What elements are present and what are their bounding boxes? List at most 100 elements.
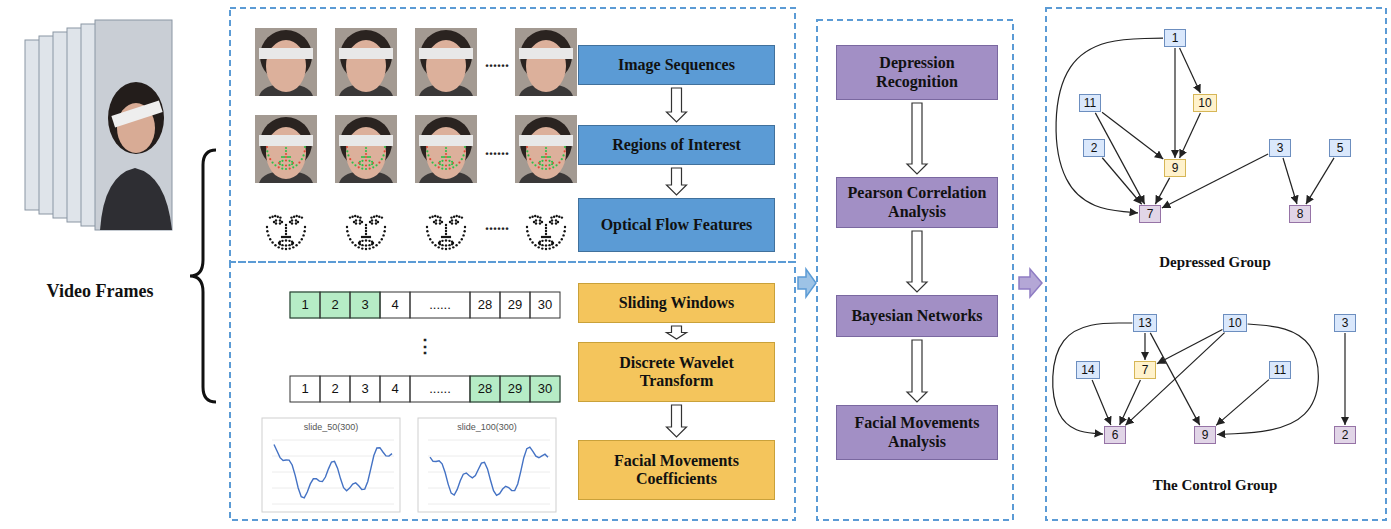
landmark-dot bbox=[448, 164, 450, 166]
landmark-dot bbox=[365, 156, 367, 158]
landmark-dot bbox=[527, 234, 529, 236]
landmark-dot bbox=[351, 216, 353, 218]
node-text: Image Sequences bbox=[618, 56, 735, 74]
process-box: Optical Flow Features bbox=[578, 198, 775, 252]
graph-node: 7 bbox=[1139, 205, 1161, 223]
face bbox=[426, 40, 466, 92]
landmark-dot bbox=[271, 216, 273, 218]
landmark-dot bbox=[281, 167, 283, 169]
frame bbox=[95, 20, 172, 230]
landmark-dot bbox=[545, 156, 547, 158]
landmark-dot bbox=[266, 226, 268, 228]
landmark-dot bbox=[274, 164, 276, 166]
landmark-dot bbox=[445, 147, 447, 149]
block-arrow bbox=[907, 103, 927, 174]
graph-node: 3 bbox=[1334, 314, 1356, 332]
landmark-dot bbox=[458, 161, 460, 163]
landmark-dot bbox=[370, 216, 372, 218]
landmark-dot bbox=[550, 216, 552, 218]
landmark-dot bbox=[539, 216, 541, 218]
landmark-dot bbox=[449, 221, 451, 223]
window-cell bbox=[410, 292, 470, 318]
face-images bbox=[255, 28, 577, 250]
node-text: 11 bbox=[1274, 364, 1286, 376]
photo-ground bbox=[335, 28, 397, 96]
eye-cover bbox=[259, 135, 313, 146]
person-figure bbox=[100, 82, 172, 230]
window-cell bbox=[350, 292, 380, 318]
graph-node: 9 bbox=[1164, 159, 1186, 177]
landmark-dot bbox=[426, 150, 428, 152]
landmark-dot bbox=[448, 240, 450, 242]
face bbox=[526, 40, 566, 92]
landmark-dot bbox=[561, 158, 563, 160]
window-cell bbox=[290, 292, 320, 318]
landmark-dot bbox=[357, 216, 359, 218]
landmark-dot bbox=[558, 216, 560, 218]
video-frames bbox=[25, 20, 172, 230]
landmark-dot bbox=[373, 216, 375, 218]
signal-line bbox=[274, 444, 392, 497]
landmark-dot bbox=[285, 164, 287, 166]
graph-node: 11 bbox=[1079, 94, 1101, 112]
graph-node: 2 bbox=[1083, 139, 1105, 157]
landmark-dot bbox=[562, 154, 564, 156]
landmark-dot bbox=[269, 238, 271, 240]
landmark-dot bbox=[278, 246, 280, 248]
landmark-dot bbox=[365, 239, 367, 241]
landmark-dot bbox=[287, 156, 289, 158]
cell-label: 1 bbox=[301, 298, 308, 312]
eye-cover bbox=[519, 135, 573, 146]
landmark-dot bbox=[431, 241, 433, 243]
node-text: 13 bbox=[1138, 317, 1151, 329]
landmark-dot bbox=[549, 221, 551, 223]
landmark-dot bbox=[461, 158, 463, 160]
landmark-dot bbox=[548, 240, 550, 242]
node-text: Bayesian Networks bbox=[851, 307, 982, 325]
landmark-dot bbox=[346, 150, 348, 152]
landmark-dot bbox=[378, 241, 380, 243]
landmark-dot bbox=[535, 219, 537, 221]
landmark-dot bbox=[464, 150, 466, 152]
landmark-dot bbox=[426, 230, 428, 232]
landmark-dot bbox=[548, 160, 550, 162]
landmark-dot bbox=[266, 150, 268, 152]
landmark-dot bbox=[449, 236, 451, 238]
face-image bbox=[515, 115, 577, 183]
landmark-dot bbox=[545, 227, 547, 229]
dependency-arrow bbox=[1155, 178, 1169, 204]
cell-label: 29 bbox=[508, 298, 522, 312]
face-image bbox=[255, 28, 317, 96]
landmark-dot bbox=[346, 146, 348, 148]
face bbox=[426, 127, 466, 179]
cell-label: 3 bbox=[361, 298, 368, 312]
landmark-dot bbox=[464, 226, 466, 228]
landmark-dot bbox=[535, 222, 537, 224]
landmark-dot bbox=[526, 230, 528, 232]
landmark-dot bbox=[279, 241, 281, 243]
landmark-dot bbox=[376, 215, 378, 217]
face bbox=[266, 40, 306, 92]
landmark-dot bbox=[455, 219, 457, 221]
eye-cover bbox=[339, 48, 393, 59]
landmark-dot bbox=[434, 164, 436, 166]
landmark-dot bbox=[445, 164, 447, 166]
body bbox=[100, 168, 172, 230]
node-text: Depression Recognition bbox=[847, 54, 987, 91]
landmark-dot bbox=[534, 244, 536, 246]
landmark-dot bbox=[429, 158, 431, 160]
landmark-dot bbox=[377, 221, 379, 223]
landmark-dot bbox=[285, 244, 287, 246]
node-text: Sliding Windows bbox=[619, 294, 734, 312]
landmark-dot bbox=[545, 239, 547, 241]
landmark-dot bbox=[431, 161, 433, 163]
face-image bbox=[515, 28, 577, 96]
block-arrow bbox=[667, 88, 687, 122]
grid-line bbox=[272, 440, 394, 441]
landmark-dot bbox=[289, 221, 291, 223]
landmark-dot bbox=[269, 216, 271, 218]
landmark-dot bbox=[537, 216, 539, 218]
face-image bbox=[335, 115, 397, 183]
dependency-arrow bbox=[1095, 113, 1144, 204]
landmark-dot bbox=[441, 164, 443, 166]
